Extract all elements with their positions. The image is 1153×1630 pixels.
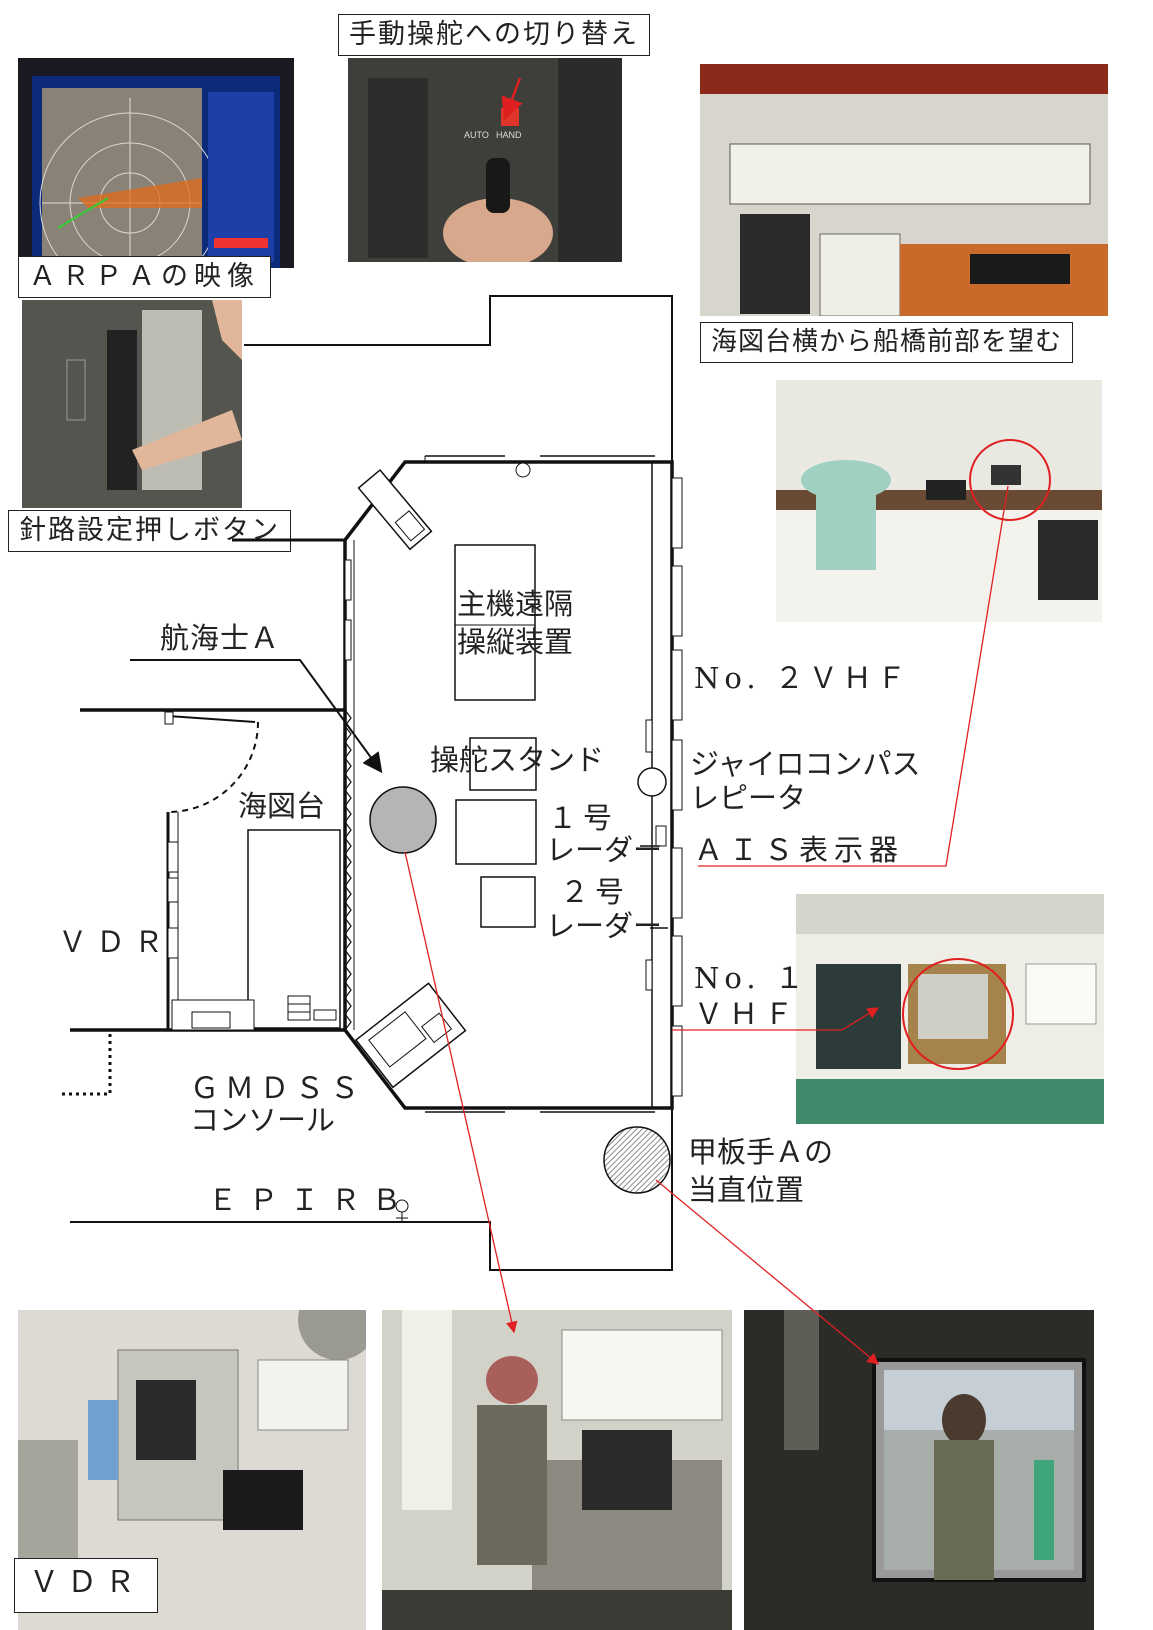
auto-label: AUTO bbox=[464, 130, 489, 140]
door-swing-arc bbox=[167, 721, 259, 813]
deckhand-a-position bbox=[603, 1126, 671, 1194]
deckhand-label-2: 当直位置 bbox=[688, 1173, 805, 1207]
manual-steering-photo: AUTO HAND bbox=[348, 58, 622, 262]
manual-steering-caption: 手動操舵への切り替え bbox=[338, 14, 650, 57]
navigator-image bbox=[382, 1310, 732, 1630]
bridge-forward-caption: 海図台横から船橋前部を望む bbox=[700, 322, 1074, 364]
vhf-image bbox=[796, 894, 1104, 1124]
ais-label: ＡＩＳ表示器 bbox=[694, 833, 905, 867]
arpa-photo bbox=[18, 58, 294, 268]
gmdss-label-2: コンソール bbox=[190, 1103, 336, 1137]
radar-2-number: ２号 bbox=[560, 875, 631, 909]
radar-2-box bbox=[480, 876, 536, 928]
bridge-interior-image bbox=[700, 64, 1108, 316]
dotted-outline bbox=[62, 1034, 112, 1096]
arpa-caption: ＡＲＰＡの映像 bbox=[18, 256, 271, 299]
navigator-a-label: 航海士Ａ bbox=[160, 621, 281, 655]
arpa-screen-image bbox=[32, 76, 280, 268]
upper-structure-outline bbox=[244, 295, 673, 462]
course-button-image bbox=[22, 300, 242, 508]
hand-label: HAND bbox=[496, 130, 522, 140]
gyro-ais-photo bbox=[776, 380, 1102, 622]
gmdss-console-shape bbox=[354, 982, 467, 1089]
radar-2-label: レーダー bbox=[546, 909, 663, 943]
deckhand-label-1: 甲板手Ａの bbox=[688, 1135, 834, 1169]
gyro-label-1: ジャイロコンパス bbox=[690, 747, 921, 781]
vdr-plan-label: ＶＤＲ bbox=[58, 925, 173, 959]
vhf-no2-label: No. ２ＶＨＦ bbox=[694, 661, 911, 695]
steering-stand-label: 操舵スタンド bbox=[430, 743, 605, 777]
lower-structure-outline bbox=[70, 1108, 673, 1271]
steering-panel-image bbox=[348, 58, 622, 262]
vhf-no1-label-b: ＶＨＦ bbox=[694, 997, 800, 1031]
deckhand-photo bbox=[744, 1310, 1094, 1630]
main-engine-label-1: 主機遠隔 bbox=[457, 587, 574, 621]
chart-table-box bbox=[247, 829, 341, 1029]
course-button-photo bbox=[22, 300, 242, 508]
radar-1-box bbox=[455, 799, 537, 865]
deckhand-image bbox=[744, 1310, 1094, 1630]
gyro-ais-image bbox=[776, 380, 1102, 622]
curtain-zigzag bbox=[344, 709, 352, 1031]
main-engine-control-box bbox=[454, 544, 536, 701]
navigator-a-position bbox=[369, 786, 437, 854]
vhf-photo bbox=[796, 894, 1104, 1124]
navigator-photo bbox=[382, 1310, 732, 1630]
gyro-repeater-circle bbox=[637, 767, 667, 797]
main-engine-label-2: 操縦装置 bbox=[457, 625, 574, 659]
vhf-no1-label-a: No. １ bbox=[694, 961, 809, 995]
port-forward-console bbox=[357, 468, 433, 551]
gmdss-label-1: ＧＭＤＳＳ bbox=[190, 1071, 366, 1105]
radar-1-number: １号 bbox=[548, 801, 619, 835]
gyro-label-2: レピータ bbox=[690, 781, 807, 815]
steering-stand-box bbox=[469, 737, 537, 791]
course-button-caption: 針路設定押しボタン bbox=[8, 510, 291, 553]
radar-1-label: レーダー bbox=[546, 833, 663, 867]
epirb-label: ＥＰＩＲＢ bbox=[208, 1183, 414, 1217]
chart-table-label: 海図台 bbox=[238, 789, 326, 823]
vdr-photo-caption: ＶＤＲ bbox=[14, 1558, 158, 1613]
bridge-forward-photo bbox=[700, 64, 1108, 316]
